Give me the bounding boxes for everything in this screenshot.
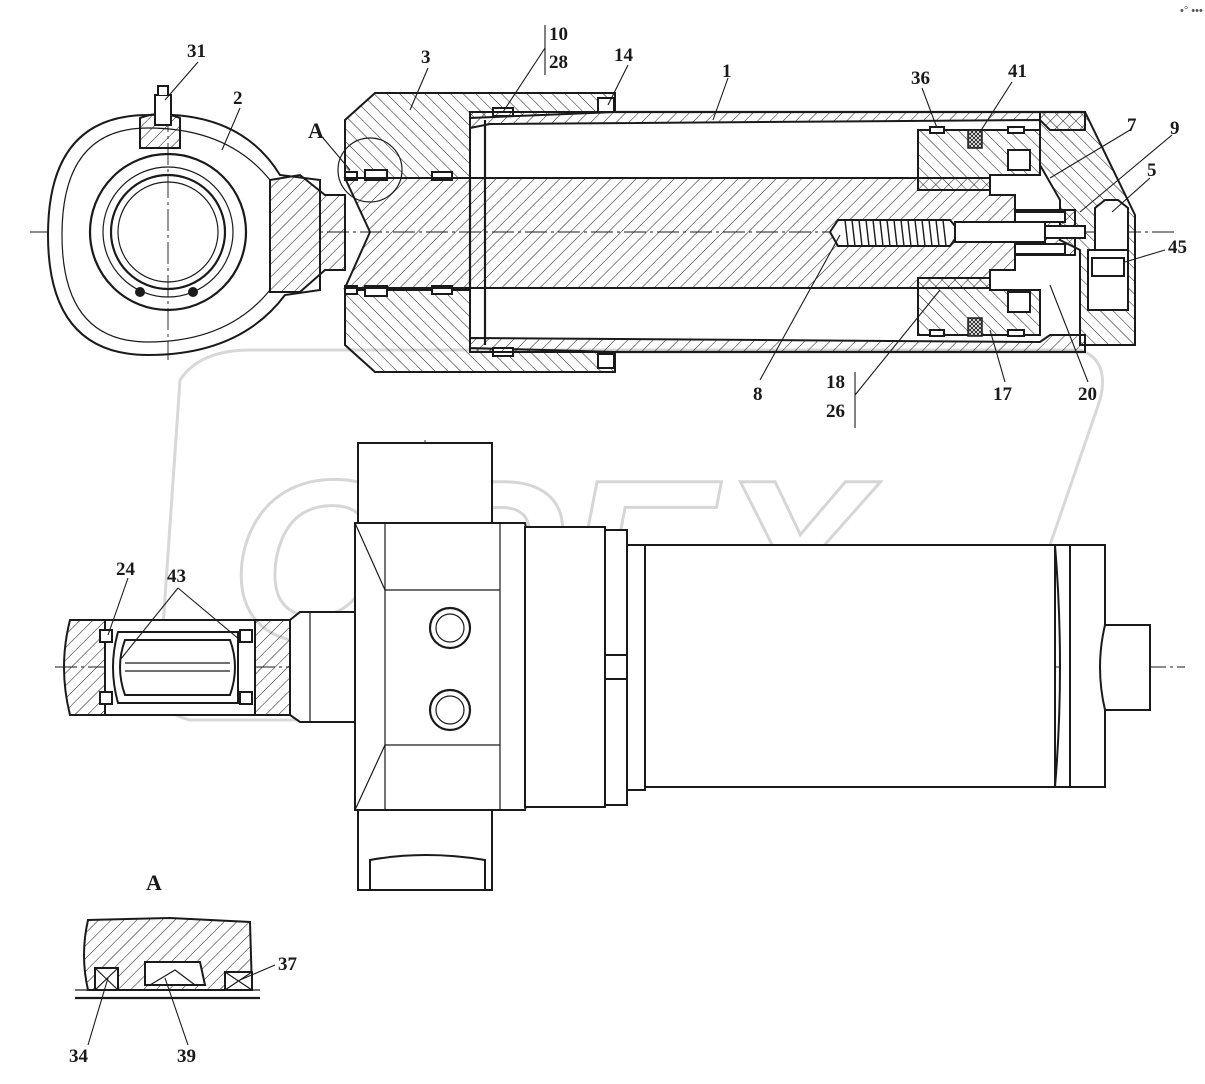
piston [917, 126, 1041, 337]
section-view [30, 85, 1175, 373]
detail-a [75, 916, 276, 1046]
callout-17: 17 [993, 384, 1013, 405]
callout-10: 10 [549, 24, 568, 45]
callout-26: 26 [826, 401, 845, 422]
callout-14: 14 [614, 45, 634, 66]
rod-eye [46, 85, 346, 360]
callout-45: 45 [1168, 237, 1187, 258]
leader-lines-bottom [107, 577, 241, 661]
callout-18: 18 [826, 372, 845, 393]
callout-24: 24 [116, 559, 136, 580]
callout-20: 20 [1078, 384, 1097, 405]
callout-3: 3 [421, 47, 431, 68]
detail-view-label-a: A [146, 870, 162, 895]
callout-5: 5 [1147, 160, 1157, 181]
callout-1: 1 [722, 61, 732, 82]
section-marker-a: A [308, 118, 324, 143]
callout-2: 2 [233, 88, 243, 109]
callout-8: 8 [753, 384, 763, 405]
callout-31: 31 [187, 41, 206, 62]
callout-7: 7 [1127, 115, 1137, 136]
piston-rod [343, 177, 1086, 289]
external-view [55, 440, 1185, 895]
callout-37: 37 [278, 954, 298, 975]
callout-36: 36 [911, 68, 930, 89]
corner-mark: •° ••• [1180, 5, 1203, 17]
callout-43: 43 [167, 566, 186, 587]
callout-labels: 31 2 A 3 10 28 14 1 36 41 7 9 5 45 8 18 … [69, 24, 1187, 1067]
callout-41: 41 [1008, 61, 1027, 82]
leader-lines-top [164, 25, 1173, 428]
callout-9: 9 [1170, 118, 1180, 139]
callout-34: 34 [69, 1046, 89, 1067]
callout-39: 39 [177, 1046, 196, 1067]
callout-28: 28 [549, 52, 568, 73]
